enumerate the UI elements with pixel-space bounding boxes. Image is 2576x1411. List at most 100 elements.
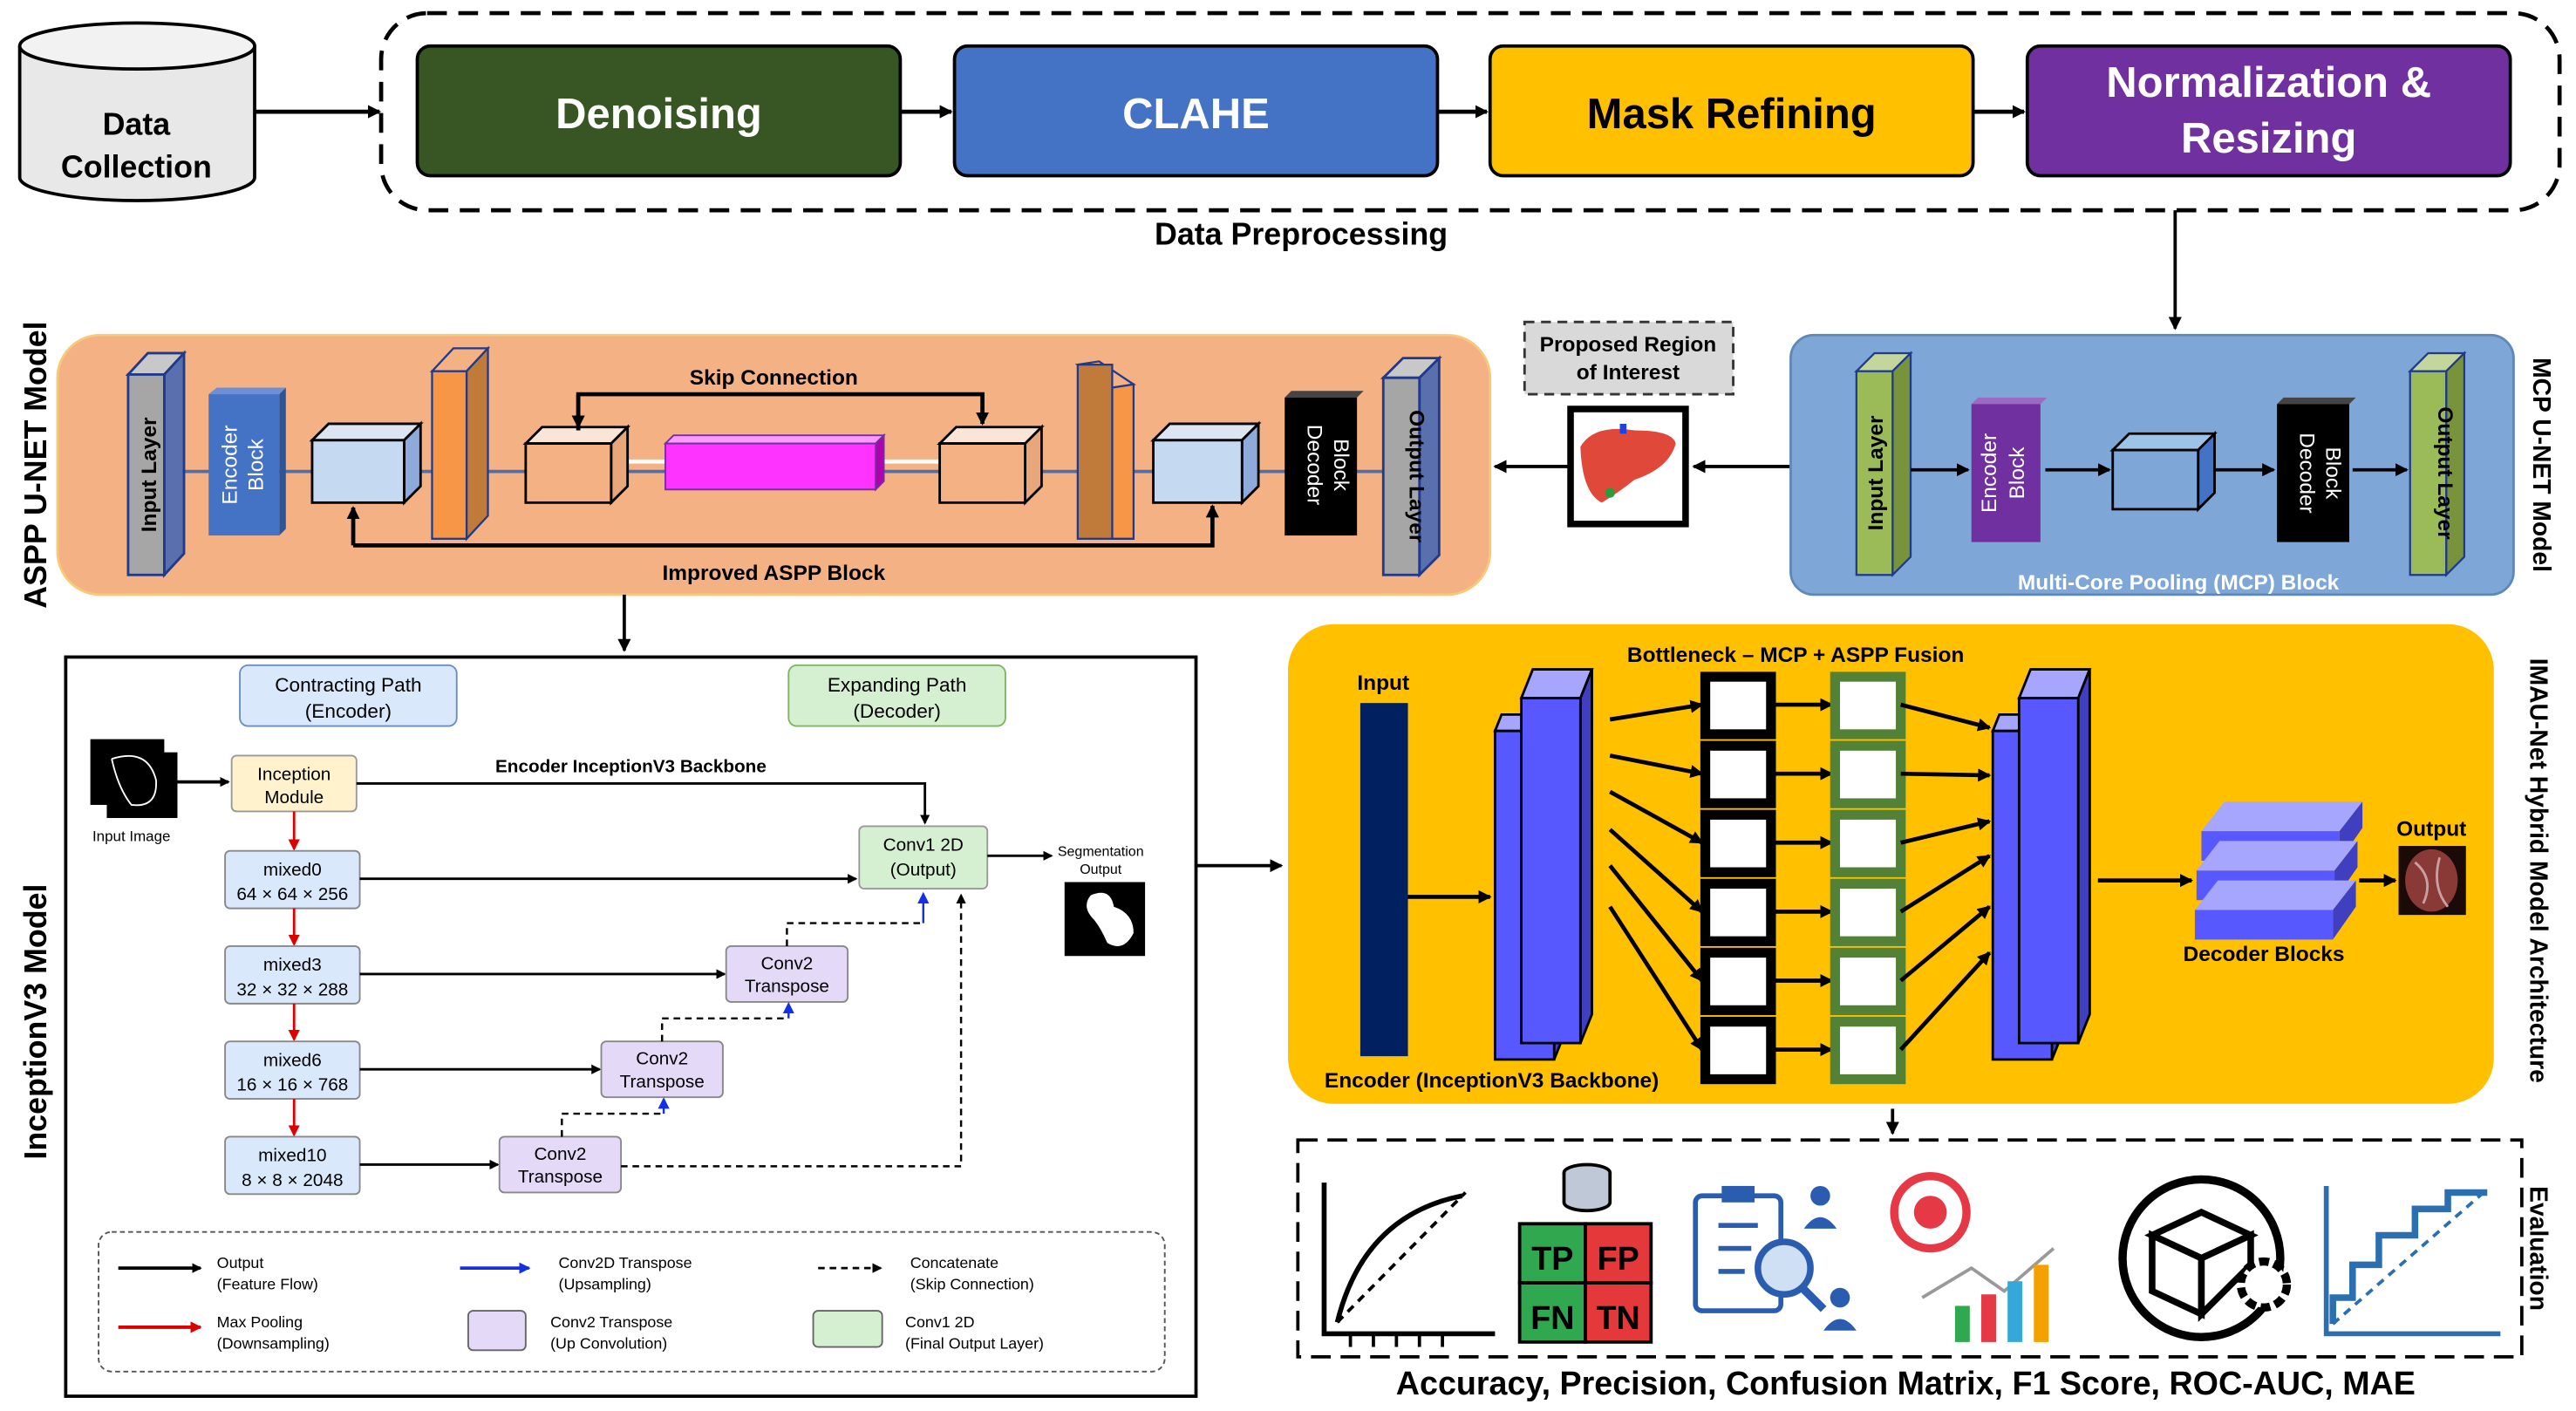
- arrow: [1900, 817, 1992, 845]
- arrow: [1609, 753, 1704, 779]
- mcp-decoder-block: Decoder Block: [2277, 397, 2356, 542]
- target-chart-icon: [1890, 1171, 2055, 1342]
- decoder-block: [2194, 910, 2334, 940]
- tp-label: TP: [1531, 1240, 1573, 1277]
- decoder-blocks: [2194, 801, 2363, 940]
- hybrid-output-label: Output: [2396, 818, 2466, 842]
- hybrid-output-image: [2398, 846, 2466, 916]
- evaluation-metrics: Accuracy, Precision, Confusion Matrix, F…: [1396, 1365, 2416, 1401]
- mcp-output-layer-label: Output Layer: [2433, 406, 2457, 540]
- aspp-title: ASPP U-NET Model: [18, 321, 53, 608]
- expanding-label: (Decoder): [853, 700, 940, 722]
- skip-connection-arrow: [621, 893, 966, 1168]
- aspp-encoder-label: Block: [244, 438, 268, 491]
- preprocessing-step-label: Mask Refining: [1587, 91, 1877, 138]
- conv-transpose-label: Conv2: [636, 1049, 688, 1069]
- aspp-branch-box: [1830, 809, 1906, 877]
- aspp-input-layer-label: Input Layer: [138, 417, 161, 532]
- conv-transpose-label: Transpose: [518, 1167, 603, 1187]
- legend-label: (Final Output Layer): [905, 1334, 1044, 1352]
- inception-module-label: Module: [264, 787, 324, 808]
- legend-label: (Upsampling): [559, 1276, 651, 1293]
- preprocessing-step-label: Normalization &: [2106, 59, 2431, 106]
- segmentation-output-label: Segmentation: [1058, 844, 1144, 859]
- mcp-encoder-label: Block: [2006, 446, 2029, 500]
- expanding-path-box: [787, 664, 1006, 727]
- input-image-label: Input Image: [92, 828, 170, 844]
- aspp-branch-box: [1830, 671, 1906, 740]
- mcp-input-layer-label: Input Layer: [1864, 415, 1888, 530]
- layer-name: mixed0: [263, 860, 322, 880]
- arrow: [1900, 768, 1992, 782]
- aspp-branch-box: [1830, 1016, 1906, 1085]
- aspp-encoder-block: Encoder Block: [208, 387, 286, 536]
- layer-name: mixed3: [263, 955, 322, 975]
- aspp-loop-arrow: [353, 504, 1219, 548]
- conv-transpose-label: Transpose: [620, 1072, 705, 1092]
- conv-transpose-label: Conv2: [534, 1144, 586, 1164]
- preprocessing-group: [378, 10, 2562, 213]
- mcp-title: MCP U-NET Model: [2528, 358, 2556, 572]
- preprocessing-step: [2025, 44, 2512, 178]
- aspp-branch-box: [1830, 740, 1906, 808]
- conv1-label: (Output): [890, 860, 957, 880]
- arrow: [356, 782, 930, 825]
- skip-connection-label: Skip Connection: [690, 366, 858, 390]
- aspp-cube: [1150, 420, 1262, 506]
- conv-transpose-label: Conv2: [760, 953, 813, 973]
- backbone-label: Encoder InceptionV3 Backbone: [495, 756, 767, 776]
- mcp-encoder-block: Encoder Block: [1971, 397, 2048, 542]
- skip-connection-arrow: [660, 1017, 789, 1042]
- segmentation-mask-image: [1064, 882, 1146, 957]
- data-collection-label: Collection: [61, 149, 212, 184]
- mcp-input-layer: Input Layer: [1854, 351, 1913, 577]
- layer-name: mixed6: [263, 1050, 322, 1070]
- legend-swatch: [467, 1310, 527, 1352]
- legend-label: Concatenate: [910, 1254, 998, 1271]
- legend-swatch: [812, 1310, 883, 1348]
- bottleneck-label: Bottleneck – MCP + ASPP Fusion: [1627, 644, 1964, 667]
- legend-label: Conv2 Transpose: [550, 1313, 672, 1331]
- decoder-block: [2194, 880, 2356, 910]
- aspp-branch-box: [1830, 947, 1906, 1016]
- arrow: [1900, 702, 1992, 732]
- mcp-cube: [2109, 430, 2218, 513]
- aspp-input-layer: Input Layer: [125, 350, 187, 578]
- inception-legend: [98, 1230, 1166, 1373]
- layer-name: mixed10: [258, 1146, 326, 1166]
- aspp-decoder-label: Decoder: [1303, 425, 1326, 505]
- tn-label: TN: [1597, 1299, 1640, 1336]
- aspp-output-layer-label: Output Layer: [1404, 410, 1428, 543]
- preprocessing-step-label: Denoising: [555, 91, 762, 138]
- layer-shape: 64 × 64 × 256: [236, 884, 348, 904]
- preprocessing-step-label: CLAHE: [1122, 91, 1270, 138]
- aspp-branch-box: [1830, 878, 1906, 946]
- layer-shape: 8 × 8 × 2048: [242, 1170, 343, 1190]
- fn-label: FN: [1530, 1299, 1574, 1336]
- aspp-output-layer: Output Layer: [1380, 355, 1442, 578]
- mcp-encoder-label: Encoder: [1978, 433, 2001, 513]
- legend-label: Conv2D Transpose: [559, 1254, 692, 1271]
- aspp-cube: [309, 420, 424, 506]
- arrow: [1899, 904, 1991, 983]
- contracting-path-box: [239, 664, 458, 727]
- decoder-block: [2201, 801, 2363, 832]
- package-gear-icon: [2118, 1175, 2292, 1341]
- fp-label: FP: [1598, 1240, 1639, 1277]
- mcp-branch-box: [1700, 671, 1776, 740]
- layer-shape: 32 × 32 × 288: [236, 979, 348, 999]
- legend-label: Conv1 2D: [905, 1313, 975, 1331]
- hybrid-fusion-block: [1991, 668, 2092, 1061]
- skip-connection-arrow: [561, 1112, 664, 1137]
- aspp-decoder-block: Decoder Block: [1285, 391, 1364, 536]
- mcp-branch-box: [1700, 740, 1776, 808]
- improved-aspp-label: Improved ASPP Block: [662, 562, 885, 585]
- mcp-output-layer: Output Layer: [2407, 351, 2467, 577]
- aspp-feature-slab: [429, 345, 491, 542]
- mcp-decoder-label: Decoder: [2294, 433, 2318, 513]
- evaluation-title: Evaluation: [2525, 1186, 2552, 1311]
- mcp-branch-box: [1700, 947, 1776, 1016]
- contracting-label: Contracting Path: [275, 674, 421, 696]
- hybrid-input-bar: [1360, 703, 1408, 1057]
- aspp-encoder-label: Encoder: [218, 425, 242, 504]
